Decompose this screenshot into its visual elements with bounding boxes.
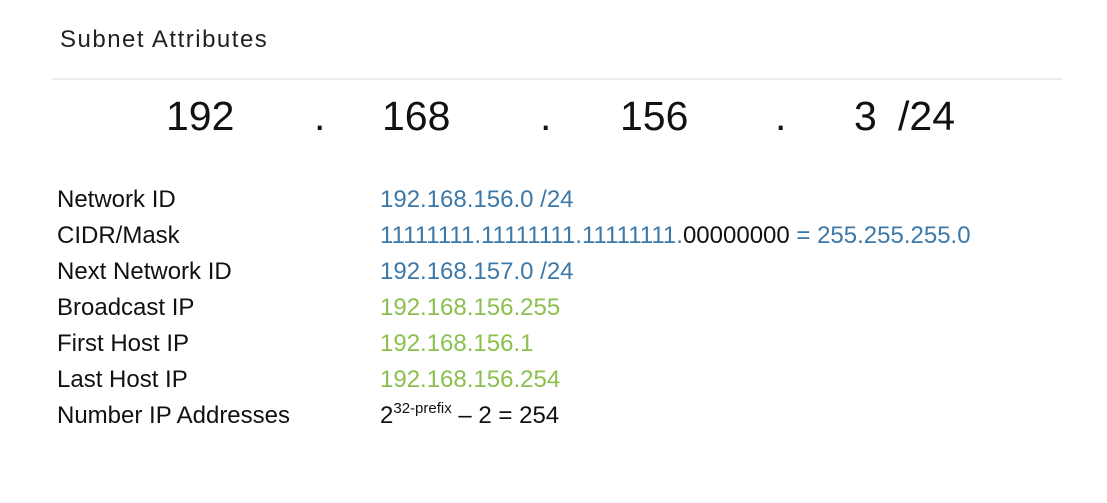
- formula-rest: – 2 = 254: [451, 402, 560, 429]
- cidr-mask-label: CIDR/Mask: [57, 222, 180, 249]
- title-divider: [52, 78, 1062, 80]
- ip-prefix: /24: [898, 93, 955, 139]
- formula-base: 2: [380, 402, 394, 429]
- next-network-id-label: Next Network ID: [57, 258, 232, 285]
- network-id-label: Network ID: [57, 186, 176, 213]
- last-host-ip-value: 192.168.156.254: [380, 366, 561, 393]
- ip-octet-1: 192: [166, 93, 235, 139]
- formula-exponent: 32-prefix: [393, 400, 452, 417]
- ip-dot-3: .: [775, 93, 787, 139]
- cidr-mask-result: = 255.255.255.0: [789, 222, 971, 249]
- ip-octet-3: 156: [620, 93, 689, 139]
- ip-octet-2: 168: [382, 93, 451, 139]
- cidr-mask-zeros: 00000000: [682, 222, 790, 249]
- first-host-ip-value: 192.168.156.1: [380, 330, 534, 357]
- number-ip-addresses-value: 232-prefix – 2 = 254: [380, 401, 559, 431]
- number-ip-addresses-label: Number IP Addresses: [57, 402, 291, 429]
- next-network-id-value: 192.168.157.0 /24: [380, 258, 574, 285]
- first-host-ip-label: First Host IP: [57, 330, 190, 357]
- ip-address-display: 192 . 168 . 156 . 3 /24: [0, 88, 1107, 144]
- ip-octet-4: 3: [854, 93, 877, 139]
- ip-dot-1: .: [314, 93, 326, 139]
- network-id-value: 192.168.156.0 /24: [380, 186, 574, 213]
- cidr-mask-ones: 11111111.11111111.11111111.: [380, 222, 683, 249]
- ip-dot-2: .: [540, 93, 552, 139]
- broadcast-ip-label: Broadcast IP: [57, 294, 195, 321]
- last-host-ip-label: Last Host IP: [57, 366, 188, 393]
- cidr-mask-value: 11111111.11111111.11111111.00000000 = 25…: [380, 221, 971, 251]
- broadcast-ip-value: 192.168.156.255: [380, 294, 561, 321]
- page-title: Subnet Attributes: [60, 26, 269, 53]
